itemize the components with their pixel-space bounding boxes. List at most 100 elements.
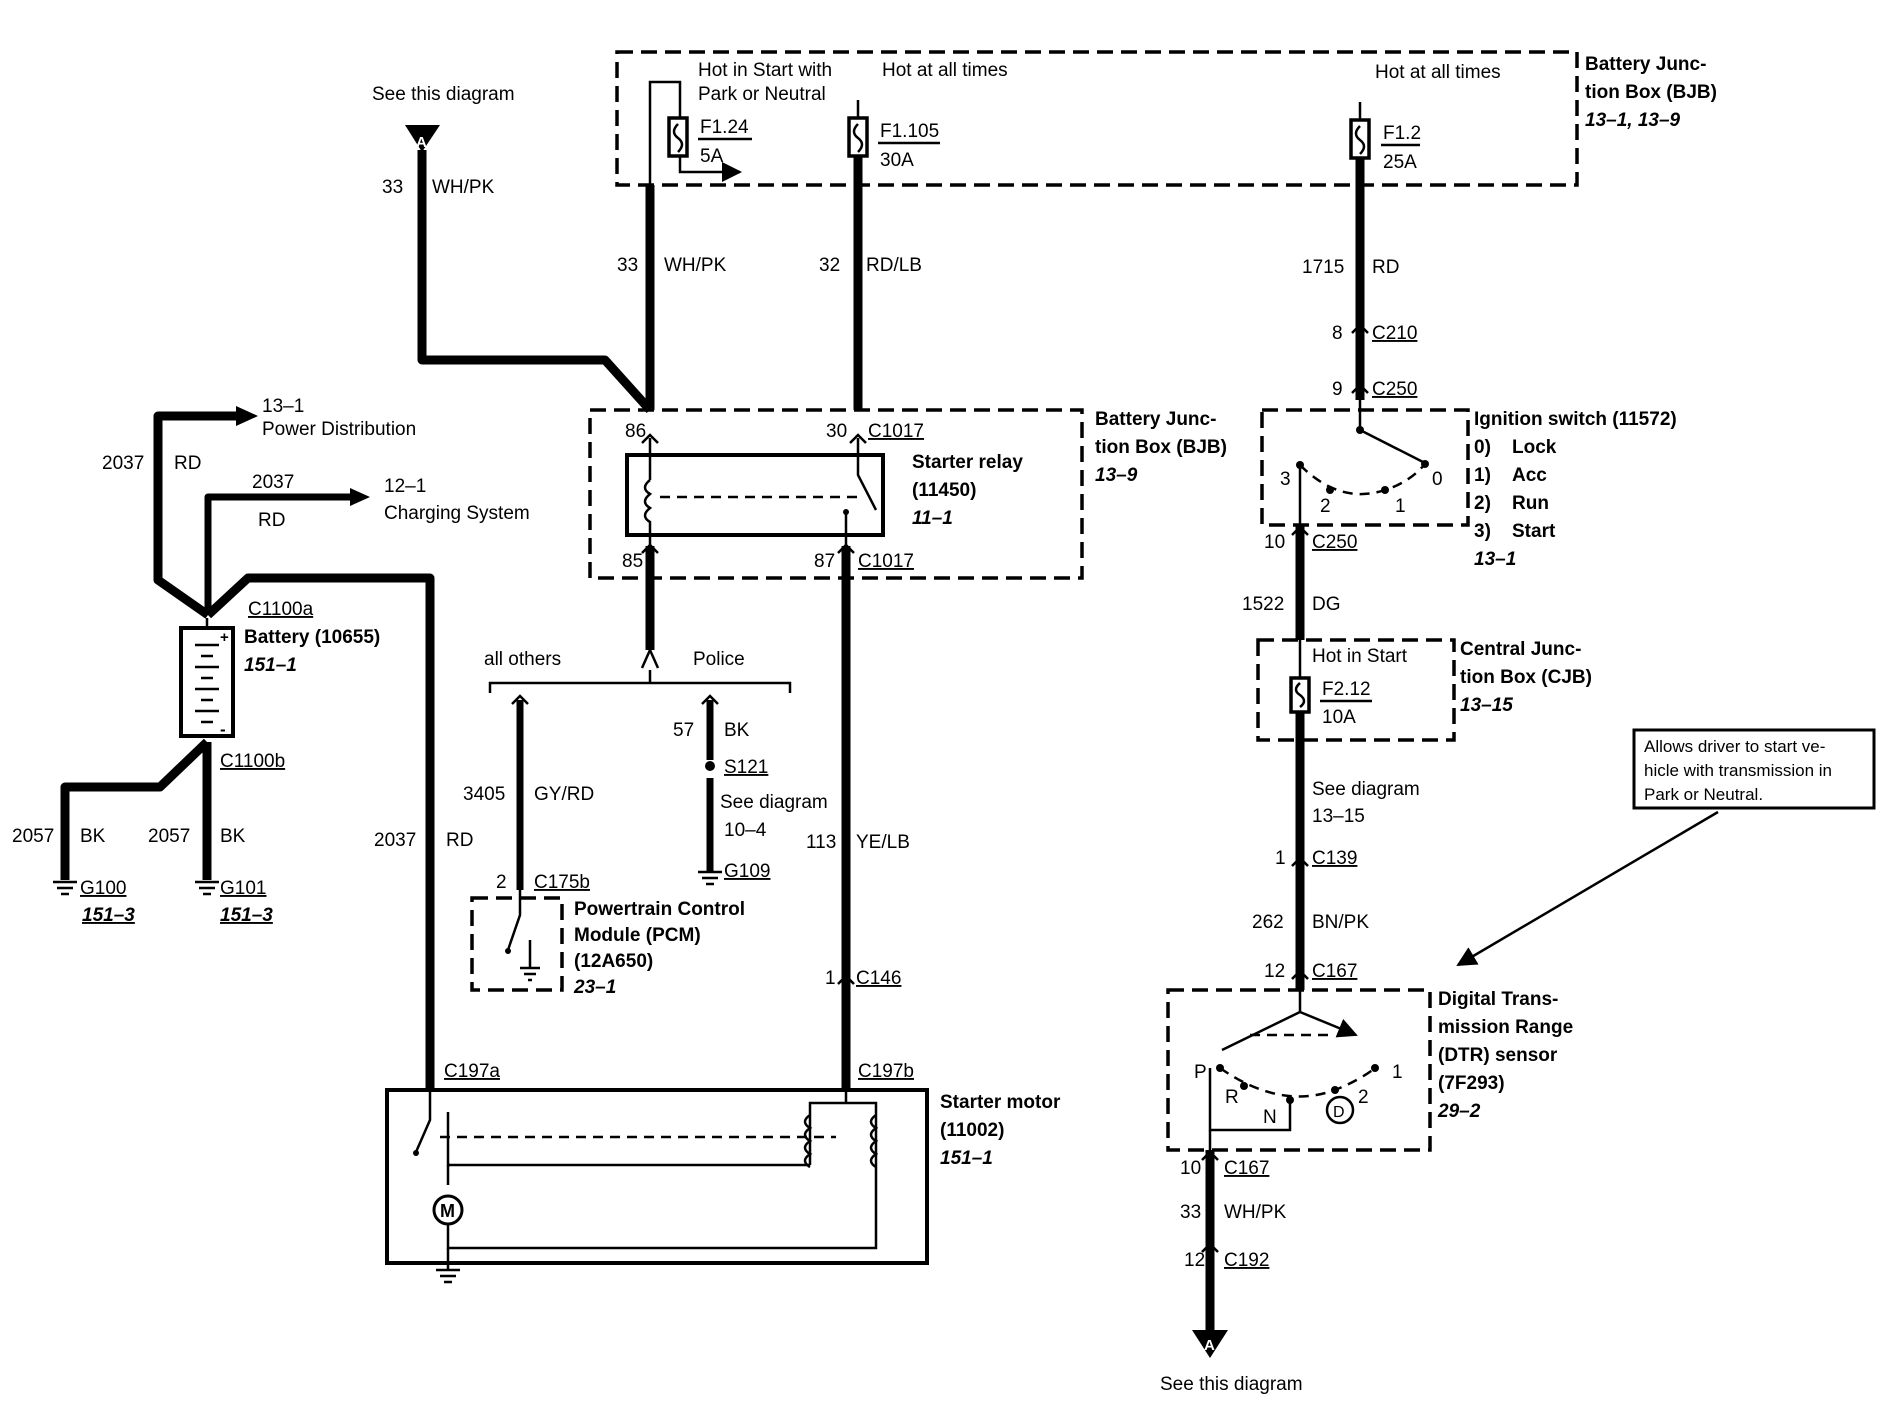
relay-ref: 11–1 — [912, 508, 953, 529]
c146-conn: C146 — [856, 968, 901, 989]
battery-symbol: + - — [179, 618, 235, 739]
power-dist-num: 13–1 — [262, 396, 304, 417]
wire-262-num: 262 — [1252, 912, 1284, 933]
fuse-f1-24 — [648, 80, 742, 185]
pcm-name2: Module (PCM) — [574, 925, 701, 946]
ign-pos-2-label: Run — [1512, 493, 1549, 514]
bjb-top-name2: tion Box (BJB) — [1585, 82, 1717, 103]
dtr-1: 1 — [1392, 1062, 1403, 1083]
wire-57-col: BK — [724, 720, 750, 741]
g100-label: G100 — [80, 878, 126, 899]
c1017-b: C1017 — [858, 551, 914, 572]
ign-pos-3-label: Start — [1512, 521, 1556, 542]
ignition-switch-box — [1260, 400, 1470, 527]
wire-32-num: 32 — [819, 255, 840, 276]
g101-label: G101 — [220, 878, 266, 899]
cjb-fuse-id: F2.12 — [1322, 679, 1371, 700]
ign-n3: 3 — [1280, 469, 1291, 490]
wire-57-num: 57 — [673, 720, 694, 741]
dtr-n: N — [1263, 1107, 1277, 1128]
c1100b-label: C1100b — [220, 751, 285, 772]
wire-33b-num: 33 — [1180, 1202, 1201, 1223]
starter-name: Starter motor — [940, 1092, 1061, 1113]
pcm-num: (12A650) — [574, 951, 653, 972]
battery-ref: 151–1 — [244, 655, 297, 676]
fuse-f1-2-amp: 25A — [1383, 152, 1417, 173]
wire-2057a-num: 2057 — [12, 826, 54, 847]
pin-30: 30 — [826, 421, 847, 442]
ign-pos-0: 0) — [1474, 437, 1491, 458]
wire-2057-g100 — [60, 738, 211, 880]
wire-33-to-relay — [417, 150, 654, 414]
relay-name: Starter relay — [912, 452, 1023, 473]
wire-2037-starter — [204, 573, 435, 1090]
ign-ref: 13–1 — [1474, 549, 1516, 570]
wire-2037a-num: 2037 — [102, 453, 144, 474]
wire-2037-charging — [204, 493, 352, 615]
cjb-see-ref: 13–15 — [1312, 806, 1365, 827]
starter-num: (11002) — [940, 1120, 1004, 1141]
wire-2057b-num: 2057 — [148, 826, 190, 847]
dtr-d: D — [1333, 1104, 1345, 1121]
c197b-label: C197b — [858, 1061, 914, 1082]
c192-conn: C192 — [1224, 1250, 1269, 1271]
ign-pos-1: 1) — [1474, 465, 1491, 486]
battery-name: Battery (10655) — [244, 627, 380, 648]
c146-pin: 1 — [825, 968, 836, 989]
c250b-conn: C250 — [1312, 532, 1357, 553]
dtr-num: (7F293) — [1438, 1073, 1505, 1094]
c167b-pin: 10 — [1180, 1158, 1201, 1179]
bjb-top-ref: 13–1, 13–9 — [1585, 110, 1681, 131]
c210-conn: C210 — [1372, 323, 1417, 344]
cjb-see: See diagram — [1312, 779, 1420, 800]
ign-n1: 1 — [1395, 496, 1406, 517]
note-line3: Park or Neutral. — [1644, 785, 1763, 804]
ign-n0: 0 — [1432, 469, 1443, 490]
pcm-conn: C175b — [534, 872, 590, 893]
fuse-f1-105 — [847, 100, 869, 158]
pin-86: 86 — [625, 421, 646, 442]
wire-2037b-num: 2037 — [252, 472, 294, 493]
wire-262-col: BN/PK — [1312, 912, 1369, 933]
dtr-name3: (DTR) sensor — [1438, 1045, 1558, 1066]
wire-33-top-num: 33 — [382, 177, 403, 198]
c250-pin: 9 — [1332, 379, 1343, 400]
c250b-pin: 10 — [1264, 532, 1285, 553]
connector-a-bottom[interactable]: A — [1192, 1330, 1228, 1358]
c192-pin: 12 — [1184, 1250, 1205, 1271]
ign-pos-3: 3) — [1474, 521, 1491, 542]
starter-ref: 151–1 — [940, 1148, 993, 1169]
svg-text:-: - — [220, 720, 226, 739]
wire-2057b-col: BK — [220, 826, 246, 847]
cjb-ref: 13–15 — [1460, 695, 1513, 716]
bjb-hot2: Hot at all times — [882, 60, 1008, 81]
pcm-pin: 2 — [496, 872, 507, 893]
note-line1: Allows driver to start ve- — [1644, 737, 1825, 756]
bjb-top-name: Battery Junc- — [1585, 54, 1706, 75]
c1100a-label: C1100a — [248, 599, 314, 620]
wire-1715-num: 1715 — [1302, 257, 1344, 278]
fuse-f1-105-amp: 30A — [880, 150, 914, 171]
c210-pin: 8 — [1332, 323, 1343, 344]
wire-113-num: 113 — [806, 832, 836, 853]
pcm-box — [470, 890, 564, 992]
wire-2037a-col: RD — [174, 453, 201, 474]
wire-2057a-col: BK — [80, 826, 106, 847]
starter-motor-box: M — [385, 1088, 929, 1284]
dtr-sensor-box — [1166, 988, 1432, 1152]
bjb-top-box — [615, 50, 1579, 187]
connector-a-top[interactable]: A — [405, 125, 440, 152]
wire-2037c-col: RD — [446, 830, 473, 851]
wire-33-col: WH/PK — [664, 255, 727, 276]
relay-box-name2: tion Box (BJB) — [1095, 437, 1227, 458]
dtr-p: P — [1194, 1062, 1207, 1083]
cjb-name2: tion Box (CJB) — [1460, 667, 1592, 688]
ign-pos-1-label: Acc — [1512, 465, 1547, 486]
c167-pin: 12 — [1264, 961, 1285, 982]
c250-conn: C250 — [1372, 379, 1417, 400]
ign-n2: 2 — [1320, 496, 1331, 517]
wire-1522-num: 1522 — [1242, 594, 1284, 615]
connector-bottom-label: See this diagram — [1160, 1374, 1303, 1395]
ign-pos-0-label: Lock — [1512, 437, 1557, 458]
